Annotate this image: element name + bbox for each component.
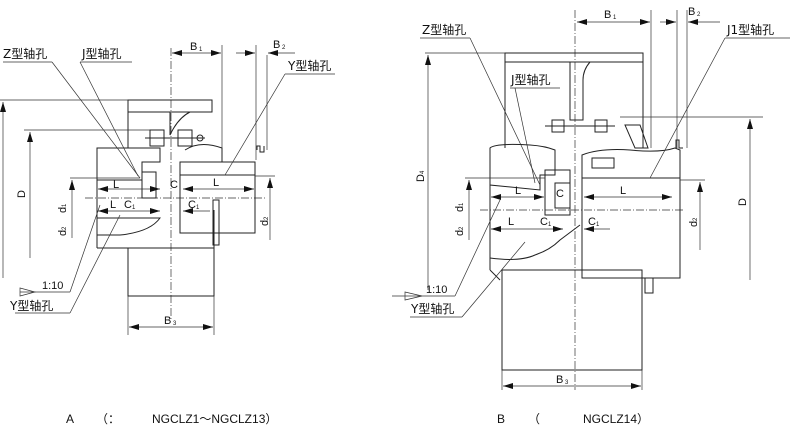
- svg-text:（: （: [528, 412, 540, 426]
- svg-text:1: 1: [199, 47, 203, 53]
- svg-text:2: 2: [459, 226, 465, 230]
- label-y-bore-left: Y型轴孔: [9, 298, 53, 313]
- label-y-bore: Y型轴孔: [410, 301, 454, 316]
- dim-b3: B: [164, 315, 171, 327]
- dim-c: C: [556, 188, 564, 200]
- svg-text:2: 2: [693, 217, 699, 221]
- svg-text:3: 3: [173, 321, 177, 327]
- dim-d2-right: d: [688, 221, 700, 227]
- dim-l-bottom: L: [508, 216, 514, 228]
- svg-text:NGCLZ14）: NGCLZ14）: [583, 412, 649, 426]
- drawing-a: B 1 B 2 D d 1 d 2 d 2 L C L L C 1: [0, 39, 335, 426]
- caption-b: B （ NGCLZ14）: [497, 412, 649, 426]
- left-hub: [489, 143, 581, 281]
- label-j-bore: J型轴孔: [510, 72, 551, 87]
- bolt: [545, 119, 615, 133]
- svg-text:B: B: [497, 412, 505, 426]
- dim-c1-left: C: [540, 216, 548, 228]
- svg-text:1: 1: [62, 203, 68, 207]
- svg-text:1: 1: [596, 222, 600, 228]
- dim-d: D: [737, 198, 749, 206]
- brake-drum: [127, 99, 213, 148]
- dim-b2: B: [273, 39, 280, 51]
- dim-d2-right: d: [259, 220, 271, 226]
- svg-text:4: 4: [420, 170, 426, 174]
- svg-text:1: 1: [132, 205, 136, 211]
- dim-d2: d: [454, 230, 466, 236]
- dim-d4: D: [415, 174, 427, 182]
- svg-text:1: 1: [613, 15, 617, 21]
- label-y-bore-right: Y型轴孔: [287, 58, 331, 73]
- svg-text:2: 2: [697, 12, 701, 18]
- label-j-bore: J型轴孔: [81, 46, 122, 61]
- dim-c: C: [170, 179, 178, 191]
- label-z-bore: Z型轴孔: [422, 22, 466, 37]
- dim-c1-left: C: [124, 199, 132, 211]
- svg-text:1: 1: [548, 222, 552, 228]
- svg-text:3: 3: [565, 380, 569, 386]
- dim-d1: d: [454, 206, 466, 212]
- dim-l-bottom: L: [110, 199, 116, 211]
- dim-l-top-right: L: [213, 177, 219, 189]
- dim-l-top-right: L: [620, 185, 626, 197]
- right-hub: [179, 144, 265, 246]
- dim-b1: B: [190, 41, 197, 53]
- dim-c1-right: C: [588, 216, 596, 228]
- dim-l-top-left: L: [113, 179, 119, 191]
- dim-b3: B: [556, 374, 563, 386]
- dim-b1: B: [604, 9, 611, 21]
- svg-text:（：: （：: [96, 412, 120, 426]
- bolt: [145, 129, 205, 147]
- label-taper: 1:10: [42, 280, 63, 292]
- dim-d: D: [16, 190, 28, 198]
- left-hub: [96, 147, 161, 249]
- label-z-bore: Z型轴孔: [3, 46, 47, 61]
- dim-l-top-left: L: [515, 185, 521, 197]
- label-taper: 1:10: [426, 284, 447, 296]
- brake-block: [501, 269, 643, 371]
- svg-text:1: 1: [459, 202, 465, 206]
- dim-d1: d: [57, 207, 69, 213]
- svg-text:2: 2: [62, 226, 68, 230]
- brake-drum: [504, 52, 644, 148]
- right-hub: [581, 124, 683, 294]
- dim-b2: B: [688, 6, 695, 18]
- label-j1-bore: J1型轴孔: [726, 22, 774, 37]
- svg-text:NGCLZ1～NGCLZ13）: NGCLZ1～NGCLZ13）: [152, 412, 277, 426]
- drawing-b: B 1 B 2 D 4 D d 1 d 2 d 2 L C L: [392, 6, 790, 426]
- svg-text:2: 2: [282, 45, 286, 51]
- svg-text:A: A: [66, 412, 74, 426]
- dim-c1-right: C: [188, 199, 196, 211]
- svg-text:1: 1: [196, 205, 200, 211]
- svg-text:2: 2: [264, 216, 270, 220]
- dim-d2: d: [57, 230, 69, 236]
- caption-a: A （： NGCLZ1～NGCLZ13）: [66, 412, 277, 426]
